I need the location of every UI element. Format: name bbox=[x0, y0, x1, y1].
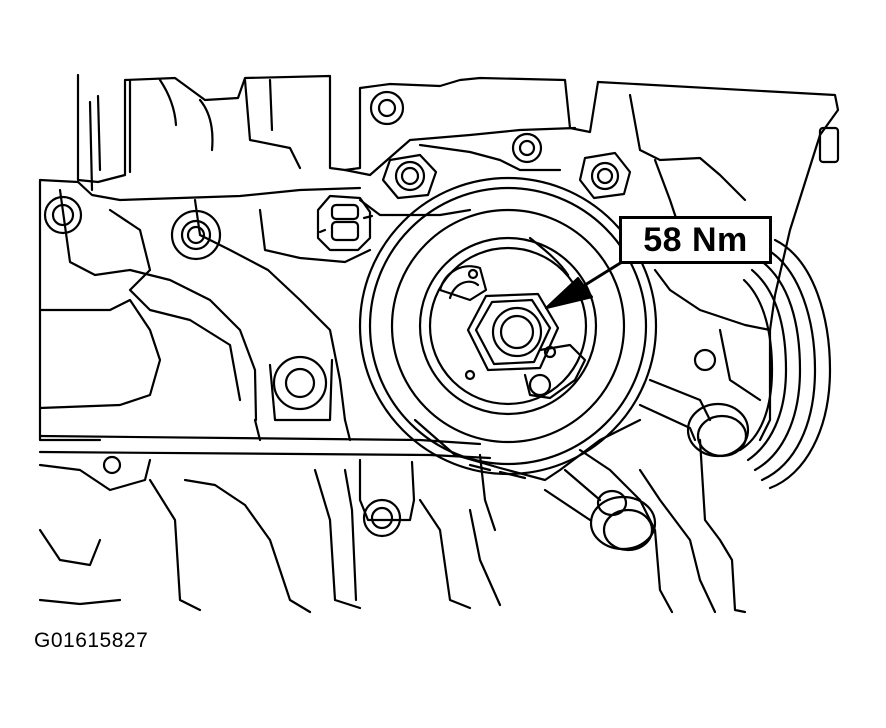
lower-block-lines bbox=[253, 126, 577, 532]
drive-pulley bbox=[738, 238, 832, 490]
torque-label: 58 Nm bbox=[643, 220, 748, 259]
center-nut bbox=[466, 292, 587, 400]
torque-arrow bbox=[544, 260, 624, 310]
sensor-connector bbox=[316, 194, 374, 252]
torque-callout: 58 Nm bbox=[619, 216, 772, 264]
coolant-pipes bbox=[543, 378, 750, 552]
figure-id: G01615827 bbox=[34, 629, 149, 652]
engine-block-outline bbox=[38, 73, 747, 614]
oil-cooler bbox=[358, 176, 658, 482]
